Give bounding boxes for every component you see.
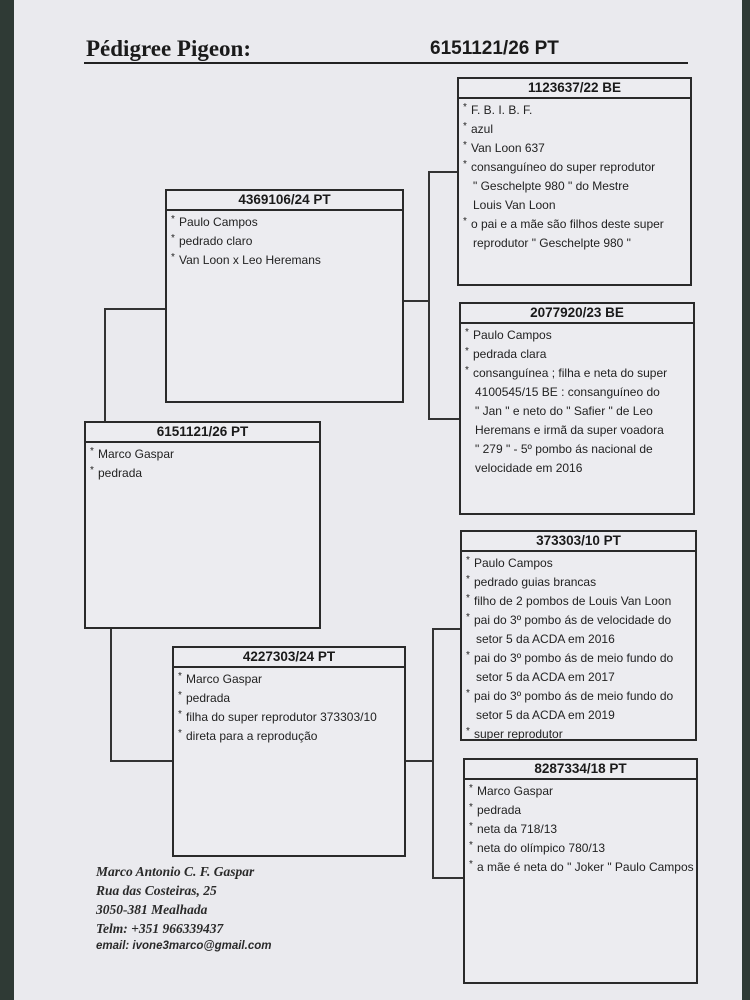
ring-number: 6151121/26 PT <box>86 423 319 443</box>
title-underline <box>84 62 688 64</box>
note-line: azul <box>463 117 687 139</box>
note-line: a mãe é neta do " Joker " Paulo Campos <box>469 855 694 877</box>
notes-list: Paulo Campospedrada claraconsanguínea ; … <box>461 323 693 478</box>
dam-sire-box: 373303/10 PT Paulo Campospedrado guias b… <box>460 530 697 741</box>
owner-city: 3050-381 Mealhada <box>96 902 208 917</box>
connector-line <box>428 171 458 173</box>
note-line: pedrado guias brancas <box>466 570 692 592</box>
owner-email: email: ivone3marco@gmail.com <box>96 940 272 952</box>
note-line: Van Loon x Leo Heremans <box>171 248 399 270</box>
note-line: direta para a reprodução <box>178 724 401 746</box>
dam-box: 4227303/24 PT Marco Gasparpedradafilha d… <box>172 646 406 857</box>
note-line: pedrada clara <box>465 342 690 364</box>
note-line: o pai e a mãe são filhos deste super <box>463 212 687 234</box>
note-line: 4100545/15 BE : consanguíneo do <box>475 385 660 399</box>
sire-sire-box: 1123637/22 BE F. B. I. B. F.azulVan Loon… <box>457 77 692 286</box>
notes-list: Paulo Campospedrado guias brancasfilho d… <box>462 551 695 744</box>
owner-contact-block: Marco Antonio C. F. Gaspar Rua das Coste… <box>96 862 271 955</box>
note-line: Paulo Campos <box>465 323 690 345</box>
connector-line <box>432 877 464 879</box>
note-line: velocidade em 2016 <box>475 461 583 475</box>
note-line: Louis Van Loon <box>473 198 556 212</box>
connector-line <box>110 627 112 761</box>
note-line: setor 5 da ACDA em 2017 <box>476 670 615 684</box>
note-line: pai do 3º pombo ás de meio fundo do <box>466 646 692 668</box>
note-line: setor 5 da ACDA em 2016 <box>476 632 615 646</box>
connector-line <box>428 418 460 420</box>
note-line: " 279 " - 5º pombo ás nacional de <box>475 442 653 456</box>
connector-line <box>432 628 462 630</box>
page-title: Pédigree Pigeon: <box>86 36 251 61</box>
note-line: Paulo Campos <box>171 210 399 232</box>
sire-dam-box: 2077920/23 BE Paulo Campospedrada clarac… <box>459 302 695 515</box>
notes-list: Paulo Campospedrado claroVan Loon x Leo … <box>167 210 402 270</box>
note-line: setor 5 da ACDA em 2019 <box>476 708 615 722</box>
owner-street: Rua das Costeiras, 25 <box>96 883 217 898</box>
note-line: neta do olímpico 780/13 <box>469 836 693 858</box>
note-line: pai do 3º pombo ás de meio fundo do <box>466 684 692 706</box>
note-line: pedrado claro <box>171 229 399 251</box>
note-line: neta da 718/13 <box>469 817 693 839</box>
note-line: " Geschelpte 980 " do Mestre <box>473 179 629 193</box>
note-line: reprodutor " Geschelpte 980 " <box>473 236 631 250</box>
note-line: Marco Gaspar <box>178 667 401 689</box>
ring-number: 1123637/22 BE <box>459 79 690 99</box>
note-line: Marco Gaspar <box>90 442 316 464</box>
owner-name: Marco Antonio C. F. Gaspar <box>96 864 255 879</box>
notes-list: Marco Gasparpedrada <box>86 442 319 483</box>
note-line: " Jan " e neto do " Safier " de Leo <box>475 404 653 418</box>
note-line: Marco Gaspar <box>469 779 693 801</box>
notes-list: Marco Gasparpedradafilha do super reprod… <box>174 667 404 746</box>
connector-line <box>104 308 106 422</box>
note-line: F. B. I. B. F. <box>463 98 687 120</box>
notes-list: F. B. I. B. F.azulVan Loon 637consanguín… <box>459 98 690 253</box>
ring-number: 8287334/18 PT <box>465 760 696 780</box>
connector-line <box>110 760 174 762</box>
note-line: Van Loon 637 <box>463 136 687 158</box>
ring-number: 4369106/24 PT <box>167 191 402 211</box>
note-line: consanguínea ; filha e neta do super <box>465 361 690 383</box>
connector-line <box>432 628 434 878</box>
note-line: super reprodutor <box>466 722 692 744</box>
connector-line <box>104 308 166 310</box>
ring-number: 373303/10 PT <box>462 532 695 552</box>
connector-line <box>428 171 430 419</box>
note-line: filha do super reprodutor 373303/10 <box>178 705 401 727</box>
note-line: consanguíneo do super reprodutor <box>463 155 687 177</box>
note-line: pedrada <box>178 686 401 708</box>
note-line: Heremans e irmã da super voadora <box>475 423 664 437</box>
sire-box: 4369106/24 PT Paulo Campospedrado claroV… <box>165 189 404 403</box>
connector-line <box>404 760 434 762</box>
note-line: filho de 2 pombos de Louis Van Loon <box>466 589 692 611</box>
ring-number: 4227303/24 PT <box>174 648 404 668</box>
title-ring-number: 6151121/26 PT <box>430 38 559 59</box>
note-line: pedrada <box>90 461 316 483</box>
note-line: Paulo Campos <box>466 551 692 573</box>
notes-list: Marco Gasparpedradaneta da 718/13neta do… <box>465 779 696 877</box>
ring-number: 2077920/23 BE <box>461 304 693 324</box>
note-line: pedrada <box>469 798 693 820</box>
note-line: pai do 3º pombo ás de velocidade do <box>466 608 692 630</box>
subject-pigeon-box: 6151121/26 PT Marco Gasparpedrada <box>84 421 321 629</box>
connector-line <box>403 300 430 302</box>
owner-phone: Telm: +351 966339437 <box>96 921 224 936</box>
dam-dam-box: 8287334/18 PT Marco Gasparpedradaneta da… <box>463 758 698 984</box>
